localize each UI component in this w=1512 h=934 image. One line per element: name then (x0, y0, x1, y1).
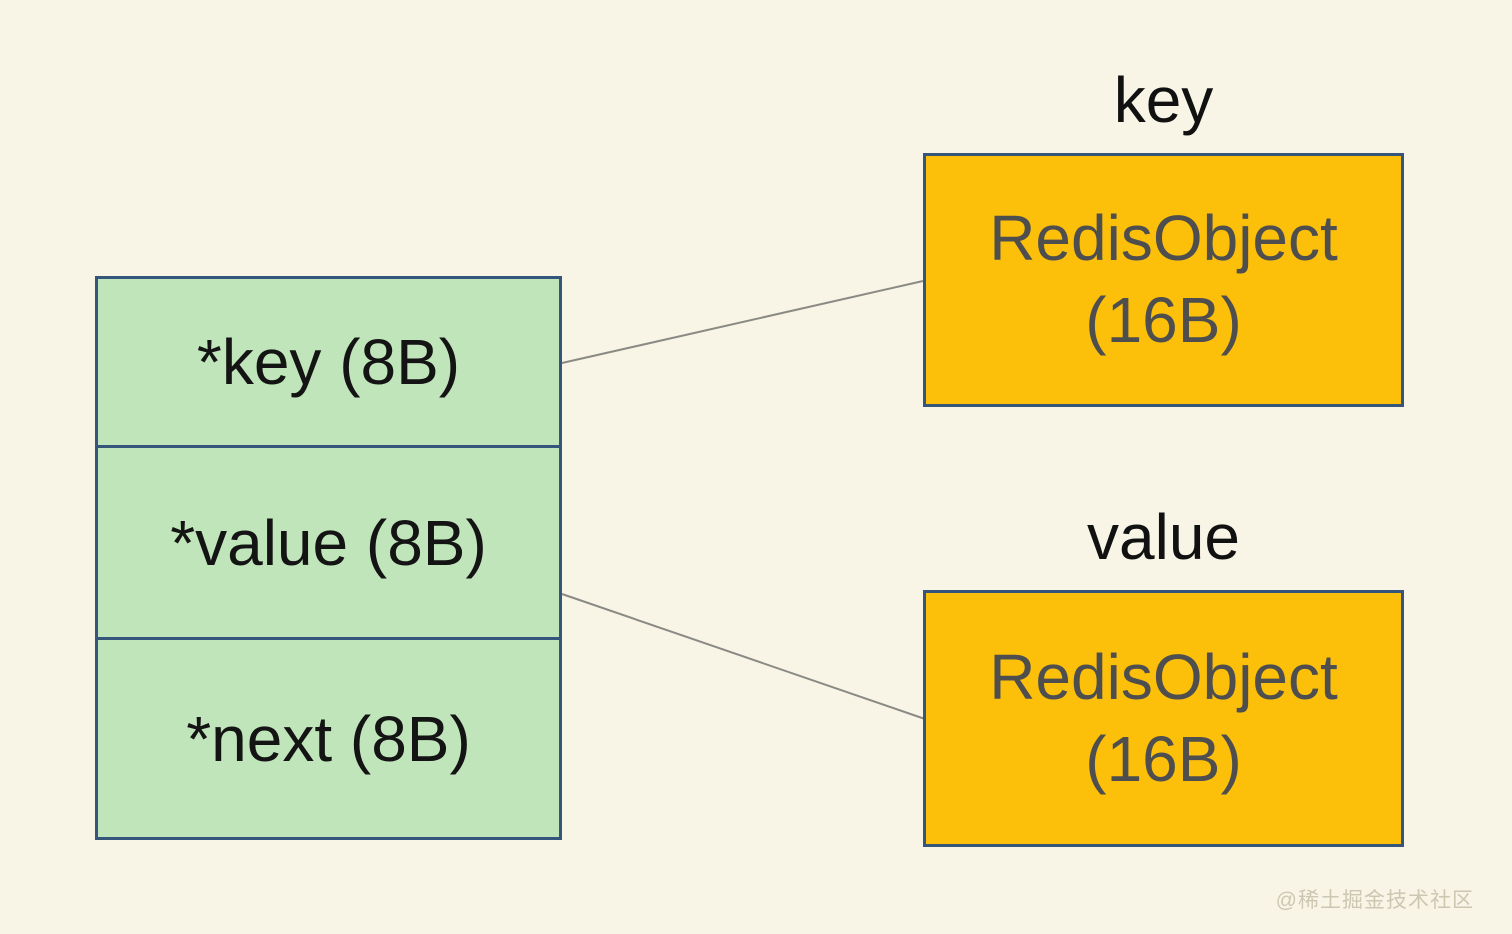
struct-row-next-label: *next (8B) (186, 702, 471, 775)
key-redisobject-name: RedisObject (989, 202, 1338, 275)
key-connector-line (561, 280, 924, 364)
watermark: @稀土掘金技术社区 (1275, 889, 1474, 912)
struct-row-key-label: *key (8B) (196, 326, 461, 398)
value-redisobject-size: (16B) (1085, 722, 1242, 795)
key-redisobject-size: (16B) (1085, 284, 1242, 356)
key-object-title: key (1113, 64, 1214, 136)
key-redisobject-box: RedisObject (16B) (923, 153, 1404, 407)
struct-row-value-label: *value (8B) (170, 506, 487, 579)
struct-row-next: *next (8B) (95, 637, 562, 840)
value-connector-line (561, 593, 926, 720)
struct-row-value: *value (8B) (95, 445, 562, 640)
value-redisobject-box: RedisObject (16B) (923, 590, 1404, 847)
value-redisobject-name: RedisObject (989, 640, 1338, 713)
struct-row-key: *key (8B) (95, 276, 562, 448)
value-object-title: value (1087, 501, 1240, 573)
